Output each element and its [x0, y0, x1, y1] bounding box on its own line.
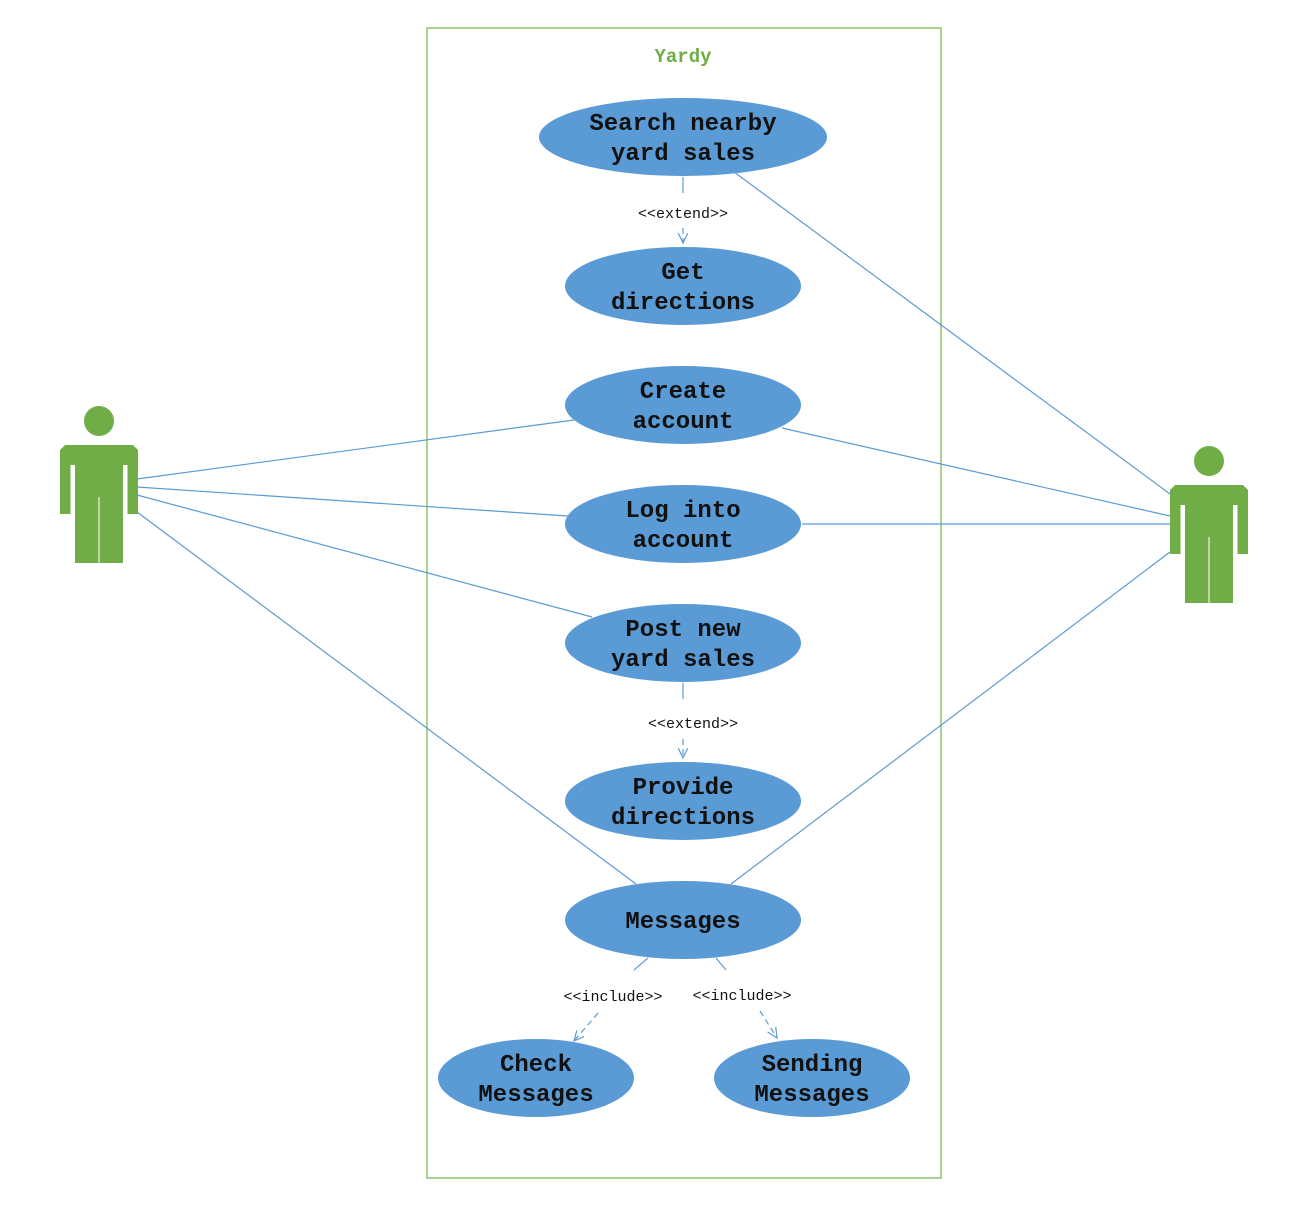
use-case-login[interactable]: Log into account	[565, 485, 801, 563]
relation-search-getdir: <<extend>>	[638, 177, 728, 245]
use-case-label: Provide	[633, 775, 734, 802]
association-line-actor-right-create	[781, 427, 1171, 517]
use-case-getdir[interactable]: Get directions	[565, 247, 801, 325]
use-case-ellipse[interactable]	[565, 881, 801, 959]
arrowhead-icon	[767, 1027, 778, 1040]
use-case-post[interactable]: Post new yard sales	[565, 604, 801, 682]
arrowhead-icon	[677, 747, 689, 760]
use-case-label: directions	[611, 290, 755, 317]
use-case-label: Messages	[754, 1082, 869, 1109]
use-case-label: Post new	[625, 617, 741, 644]
use-case-label: yard sales	[611, 647, 755, 674]
relation-post-provdir: <<extend>>	[648, 683, 738, 760]
stereotype-label: <<extend>>	[648, 716, 738, 733]
actor-head	[1194, 446, 1224, 476]
use-case-ellipse[interactable]	[565, 247, 801, 325]
actor-head	[84, 406, 114, 436]
arrowhead-icon	[677, 232, 689, 245]
relation-line	[633, 957, 649, 971]
use-case-label: yard sales	[611, 141, 755, 168]
use-case-label: directions	[611, 805, 755, 832]
stereotype-label: <<include>>	[692, 988, 791, 1005]
stereotype-label: <<extend>>	[638, 206, 728, 223]
use-case-label: Sending	[762, 1052, 863, 1079]
use-case-ellipse[interactable]	[565, 762, 801, 840]
use-case-label: Messages	[478, 1082, 593, 1109]
actor-right-person-icon	[1170, 446, 1248, 603]
association-line-actor-left-messages	[136, 511, 637, 885]
use-case-label: Check	[500, 1052, 572, 1079]
use-case-ellipse[interactable]	[565, 485, 801, 563]
system-boundary	[426, 27, 942, 1179]
use-case-messages[interactable]: Messages	[565, 881, 801, 959]
use-case-label: Create	[640, 379, 726, 406]
association-line-actor-left-login	[136, 486, 569, 517]
association-line-actor-left-create	[136, 419, 575, 480]
relation-line-dashed	[573, 1012, 599, 1042]
use-case-label: Log into	[625, 498, 740, 525]
use-case-label: Get	[661, 260, 704, 287]
association-line-actor-right-search	[733, 171, 1171, 495]
actor-left-person-icon	[60, 406, 138, 563]
association-line-actor-left-post	[136, 494, 593, 618]
use-case-label: Messages	[625, 909, 740, 936]
stereotype-label: <<include>>	[563, 989, 662, 1006]
relation-messages-send: <<include>>	[692, 957, 792, 1040]
use-case-ellipse[interactable]	[565, 604, 801, 682]
arrowhead-icon	[573, 1030, 585, 1043]
use-case-ellipse[interactable]	[539, 98, 827, 176]
use-case-label: account	[633, 409, 734, 436]
use-case-ellipse[interactable]	[714, 1039, 910, 1117]
use-case-provdir[interactable]: Provide directions	[565, 762, 801, 840]
use-case-ellipse[interactable]	[565, 366, 801, 444]
relation-line	[715, 957, 727, 971]
use-case-create[interactable]: Create account	[565, 366, 801, 444]
use-case-label: Search nearby	[589, 111, 776, 138]
use-case-label: account	[633, 528, 734, 555]
use-case-search[interactable]: Search nearby yard sales	[539, 98, 827, 176]
relation-messages-check: <<include>>	[563, 957, 663, 1043]
system-title: Yardy	[654, 46, 712, 68]
association-line-actor-right-messages	[730, 551, 1171, 885]
use-case-ellipse[interactable]	[438, 1039, 634, 1117]
relation-line-dashed	[759, 1010, 778, 1039]
